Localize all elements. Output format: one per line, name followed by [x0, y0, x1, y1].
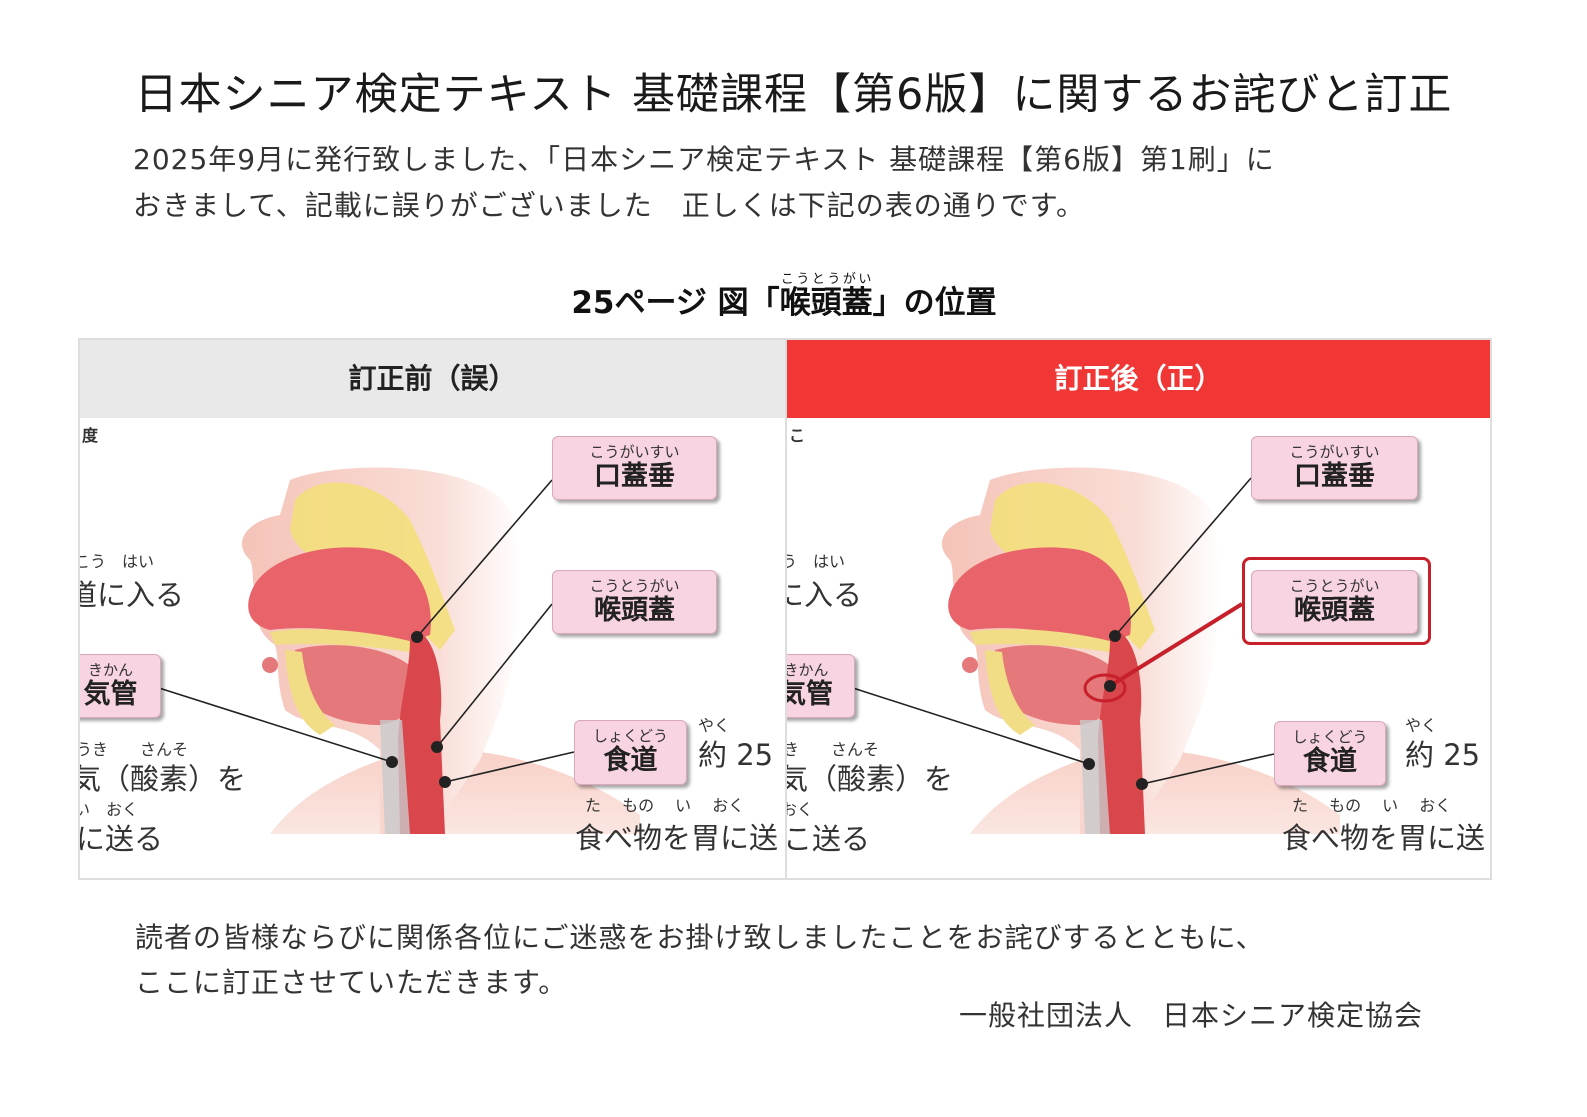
heading-pre: 25ページ 図「	[571, 285, 780, 321]
esophagus-label: しょくどう食道	[1274, 721, 1386, 786]
esophagus-term: 食道	[603, 745, 658, 776]
esophagus-leader-line	[444, 751, 575, 783]
epiglottis-marker-dot	[431, 741, 443, 753]
trachea-marker-dot	[386, 756, 398, 768]
uvula-term: 口蓋垂	[594, 461, 675, 492]
illustration-text-t3: こ送る	[787, 822, 871, 856]
column-divider	[785, 340, 787, 878]
before-header: 訂正前（誤）	[80, 340, 785, 418]
signature: 一般社団法人 日本シニア検定協会	[958, 999, 1423, 1032]
esophagus-reading: しょくどう	[1292, 728, 1368, 746]
illustration-text-r2: き さんそ	[787, 740, 880, 759]
tongue	[992, 645, 1119, 725]
illustration-text-t5: 食べ物を胃に送	[1282, 821, 1486, 855]
trachea-reading: きかん	[787, 661, 829, 679]
illustration-text-r1: こう はい	[80, 552, 155, 571]
intro-line-1: 2025年9月に発行致しました、「日本シニア検定テキスト 基礎課程【第6版】第1…	[133, 143, 1275, 176]
jaw-bone	[285, 650, 335, 735]
trachea-term: 気管	[83, 679, 138, 710]
trachea-leader-line	[158, 687, 393, 763]
anatomy-illustration	[852, 467, 1340, 834]
intro-line-2: おきまして、記載に誤りがございました 正しくは下記の表の通りです。	[133, 189, 1085, 222]
illustration-text-t5: 食べ物を胃に送	[575, 821, 779, 855]
heading-term: 喉頭蓋	[779, 285, 873, 321]
illustration-text-r1: う はい	[787, 552, 846, 571]
esophagus-term: 食道	[1303, 746, 1357, 777]
illustration-text-corner: こ	[789, 426, 806, 445]
before-figure: こうがいすい口蓋垂こうとうがい喉頭蓋きかん気管しょくどう食道度こう はい道に入る…	[80, 420, 783, 878]
illustration-text-r4: やく	[698, 716, 731, 735]
illustration-text-t4: 約 25	[698, 738, 774, 772]
trachea-label: きかん気管	[787, 654, 855, 718]
epiglottis-term: 喉頭蓋	[594, 595, 675, 626]
uvula-term: 口蓋垂	[1294, 461, 1375, 492]
trachea	[380, 720, 410, 834]
trachea-term: 気管	[787, 679, 833, 710]
esophagus-label: しょくどう食道	[574, 720, 687, 785]
uvula-leader-line	[1114, 477, 1252, 637]
trachea-marker-dot	[1083, 758, 1095, 770]
esophagus-leader-line	[1141, 753, 1275, 785]
illustration-text-t3: に送る	[80, 822, 164, 856]
epiglottis-label: こうとうがい喉頭蓋	[1251, 570, 1418, 634]
heading-ruby: 喉頭蓋こうとうがい	[779, 272, 873, 321]
uvula-leader-line	[416, 479, 553, 638]
palate-bone	[970, 629, 1125, 655]
epiglottis-marker-dot	[1104, 680, 1116, 692]
epiglottis-label: こうとうがい喉頭蓋	[552, 570, 717, 634]
illustration-text-t2: 気（酸素）を	[787, 762, 954, 796]
page-title: 日本シニア検定テキスト 基礎課程【第6版】に関するお詫びと訂正	[134, 70, 1453, 120]
illustration-text-r3: い おく	[80, 800, 139, 819]
figure-heading: 25ページ 図「喉頭蓋こうとうがい」の位置	[0, 272, 1568, 322]
illustration-text-r3: おく	[787, 800, 814, 819]
epiglottis-leader-line	[1108, 602, 1244, 688]
epiglottis-reading: こうとうがい	[1289, 577, 1380, 595]
apology-line-1: 読者の皆様ならびに関係各位にご迷惑をお掛け致しましたことをお詫びするとともに、	[135, 921, 1265, 954]
palate-bone	[270, 629, 425, 655]
illustration-text-r4: やく	[1405, 716, 1438, 735]
illustration-text-t4: 約 25 c	[1405, 738, 1490, 772]
epiglottis-reading: こうとうがい	[589, 577, 680, 595]
illustration-text-r5: た もの い おく	[1292, 796, 1452, 815]
illustration-text-corner: 度	[82, 426, 99, 445]
illustration-text-t1: 道に入る	[80, 578, 185, 612]
epiglottis-highlight-ring	[1083, 673, 1127, 703]
after-figure: こうがいすい口蓋垂こうとうがい喉頭蓋きかん気管しょくどう食道こう はいに入るき …	[787, 420, 1490, 878]
uvula-label: こうがいすい口蓋垂	[552, 436, 717, 500]
heading-post: 」の位置	[872, 285, 997, 321]
trachea-label: きかん気管	[80, 654, 161, 718]
illustration-text-r5: た もの い おく	[585, 796, 745, 815]
heading-reading: こうとうがい	[779, 272, 873, 287]
esophagus-reading: しょくどう	[592, 727, 668, 745]
pharynx	[398, 630, 445, 834]
nasal-cavity	[948, 547, 1131, 645]
uvula-reading: こうがいすい	[589, 443, 680, 461]
epiglottis-highlight-box	[1242, 557, 1431, 645]
trachea-leader-line	[852, 687, 1090, 765]
uvula-reading: こうがいすい	[1289, 443, 1380, 461]
correction-table: 訂正前（誤） 訂正後（正） こうがいすい口蓋垂こうとうがい喉頭蓋き	[78, 338, 1492, 880]
uvula-marker-dot	[411, 631, 423, 643]
uvula-label: こうがいすい口蓋垂	[1251, 436, 1418, 500]
anatomy-illustration	[158, 467, 640, 834]
jaw-bone	[985, 650, 1035, 735]
illustration-text-t1: に入る	[787, 578, 863, 612]
trachea	[1080, 720, 1110, 834]
epiglottis-leader-line	[436, 603, 553, 748]
esophagus-marker-dot	[1136, 778, 1148, 790]
esophagus-marker-dot	[439, 776, 451, 788]
illustration-text-r2: うき さんそ	[80, 740, 189, 759]
tongue	[292, 645, 419, 725]
nasal-cavity	[248, 547, 431, 645]
epiglottis-term: 喉頭蓋	[1294, 595, 1375, 626]
uvula-marker-dot	[1109, 630, 1121, 642]
trachea-reading: きかん	[87, 661, 133, 679]
after-header: 訂正後（正）	[787, 340, 1490, 418]
illustration-text-t2: 気（酸素）を	[80, 762, 247, 796]
apology-line-2: ここに訂正させていただきます。	[135, 966, 568, 999]
